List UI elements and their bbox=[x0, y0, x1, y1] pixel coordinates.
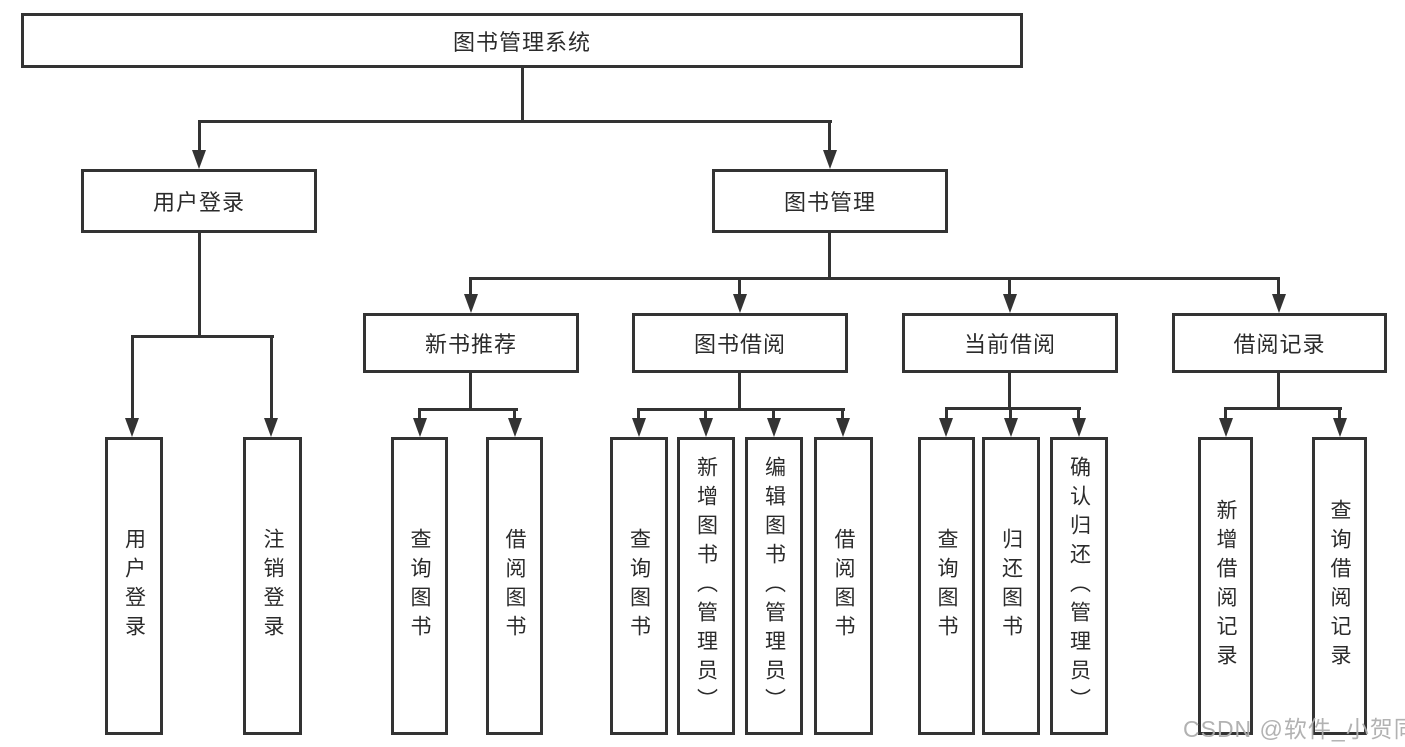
connector-shaft-cb-return bbox=[1009, 407, 1012, 419]
leaf-return-books: 归还图书 bbox=[982, 437, 1040, 735]
arrowhead-leaf-user-login bbox=[125, 418, 139, 437]
arrowhead-book-management bbox=[823, 150, 837, 169]
connector-book-borrow-stem bbox=[738, 373, 741, 411]
connector-level1-horizontal bbox=[198, 120, 832, 123]
leaf-edit-books-admin: 编辑图书（管理员） bbox=[745, 437, 803, 735]
connector-book-borrow-horizontal bbox=[637, 408, 845, 411]
arrowhead-cb-return bbox=[1004, 418, 1018, 437]
connector-borrow-records-stem bbox=[1277, 373, 1280, 410]
leaf-add-borrow-record: 新增借阅记录 bbox=[1198, 437, 1253, 735]
leaf-query-books-recommend: 查询图书 bbox=[391, 437, 448, 735]
connector-user-login-horizontal bbox=[131, 335, 274, 338]
connector-new-book-horizontal bbox=[418, 408, 518, 411]
connector-shaft-cb-query bbox=[945, 407, 948, 419]
arrowhead-nb-borrow bbox=[508, 418, 522, 437]
node-root-library-system: 图书管理系统 bbox=[21, 13, 1023, 68]
arrowhead-current-borrow bbox=[1003, 294, 1017, 313]
connector-shaft-borrow-records bbox=[1277, 277, 1280, 295]
connector-shaft-br-query bbox=[1338, 407, 1341, 419]
connector-shaft-cb-confirm bbox=[1077, 407, 1080, 419]
leaf-logout: 注销登录 bbox=[243, 437, 302, 735]
leaf-borrow-books: 借阅图书 bbox=[814, 437, 873, 735]
arrowhead-br-add bbox=[1219, 418, 1233, 437]
connector-shaft-user-login bbox=[198, 120, 201, 152]
connector-shaft-br-add bbox=[1224, 407, 1227, 419]
connector-current-borrow-stem bbox=[1008, 373, 1011, 410]
node-book-management: 图书管理 bbox=[712, 169, 948, 233]
leaf-user-login: 用户登录 bbox=[105, 437, 163, 735]
arrowhead-leaf-logout bbox=[264, 418, 278, 437]
leaf-query-borrow-record: 查询借阅记录 bbox=[1312, 437, 1367, 735]
connector-book-management-stem bbox=[828, 233, 831, 280]
arrowhead-new-book bbox=[464, 294, 478, 313]
connector-level3-horizontal bbox=[469, 277, 1280, 280]
node-user-login: 用户登录 bbox=[81, 169, 317, 233]
connector-shaft-new-book bbox=[469, 277, 472, 295]
connector-shaft-book-borrow bbox=[738, 277, 741, 295]
arrowhead-bb-edit bbox=[767, 418, 781, 437]
arrowhead-br-query bbox=[1333, 418, 1347, 437]
arrowhead-bb-query bbox=[632, 418, 646, 437]
connector-shaft-bb-query bbox=[637, 408, 640, 419]
connector-shaft-nb-borrow bbox=[513, 408, 516, 419]
node-current-borrow: 当前借阅 bbox=[902, 313, 1118, 373]
connector-new-book-stem bbox=[469, 373, 472, 411]
leaf-confirm-return-admin: 确认归还（管理员） bbox=[1050, 437, 1108, 735]
leaf-query-books-borrow: 查询图书 bbox=[610, 437, 668, 735]
connector-shaft-leaf-user-login bbox=[131, 335, 134, 419]
connector-root-stem bbox=[521, 68, 524, 123]
connector-shaft-nb-query bbox=[418, 408, 421, 419]
node-new-book-recommend: 新书推荐 bbox=[363, 313, 579, 373]
node-book-borrow: 图书借阅 bbox=[632, 313, 848, 373]
connector-current-borrow-horizontal bbox=[945, 407, 1081, 410]
arrowhead-cb-query bbox=[939, 418, 953, 437]
connector-shaft-bb-borrow bbox=[841, 408, 844, 419]
connector-shaft-bb-add bbox=[704, 408, 707, 419]
connector-user-login-stem bbox=[198, 233, 201, 338]
node-borrow-records: 借阅记录 bbox=[1172, 313, 1387, 373]
arrowhead-user-login bbox=[192, 150, 206, 169]
connector-borrow-records-horizontal bbox=[1224, 407, 1342, 410]
leaf-borrow-books-recommend: 借阅图书 bbox=[486, 437, 543, 735]
leaf-query-books-current: 查询图书 bbox=[918, 437, 975, 735]
arrowhead-nb-query bbox=[413, 418, 427, 437]
arrowhead-borrow-records bbox=[1272, 294, 1286, 313]
connector-shaft-leaf-logout bbox=[270, 335, 273, 419]
arrowhead-bb-add bbox=[699, 418, 713, 437]
arrowhead-book-borrow bbox=[733, 294, 747, 313]
arrowhead-bb-borrow bbox=[836, 418, 850, 437]
connector-shaft-current-borrow bbox=[1008, 277, 1011, 295]
connector-shaft-book-management bbox=[828, 120, 831, 152]
connector-shaft-bb-edit bbox=[772, 408, 775, 419]
leaf-add-books-admin: 新增图书（管理员） bbox=[677, 437, 735, 735]
arrowhead-cb-confirm bbox=[1072, 418, 1086, 437]
csdn-watermark: CSDN @软件_小贺同学 bbox=[1183, 716, 1405, 742]
